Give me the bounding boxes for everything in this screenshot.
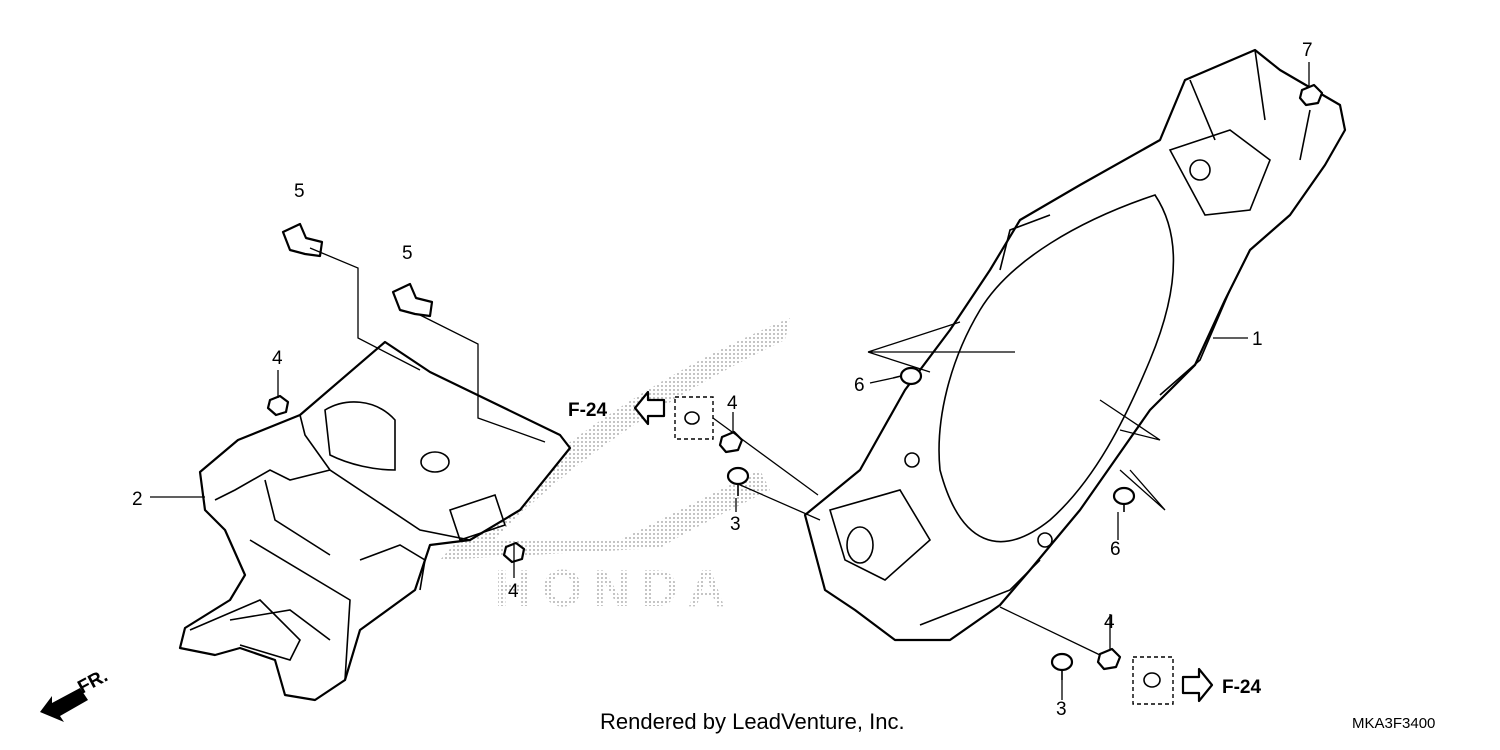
detail-box-left	[674, 396, 714, 440]
callout-6a[interactable]: 6	[854, 375, 865, 396]
callout-7[interactable]: 7	[1302, 40, 1313, 61]
rear-fender-part-1[interactable]	[803, 48, 1347, 642]
front-arrow-icon	[40, 688, 88, 722]
fastener-clip-5a[interactable]	[281, 222, 324, 258]
inner-fender-part-2[interactable]	[178, 340, 572, 702]
callout-5a[interactable]: 5	[294, 181, 305, 202]
callout-5b[interactable]: 5	[402, 243, 413, 264]
fastener-nut-4d[interactable]	[1096, 647, 1122, 671]
reference-label-right[interactable]: F-24	[1222, 677, 1262, 698]
reference-label-left[interactable]: F-24	[568, 400, 608, 421]
callout-2[interactable]: 2	[132, 489, 143, 510]
leader-lines	[150, 62, 1310, 700]
front-direction-indicator: FR.	[40, 666, 111, 722]
fastener-clip-5b[interactable]	[391, 282, 434, 318]
fastener-nut-4c[interactable]	[718, 430, 744, 454]
callout-3b[interactable]: 3	[1056, 699, 1067, 720]
callout-3a[interactable]: 3	[730, 514, 741, 535]
render-credit: Rendered by LeadVenture, Inc.	[600, 709, 905, 734]
fastener-bolt-3a[interactable]	[726, 466, 750, 496]
callout-4c[interactable]: 4	[727, 393, 738, 414]
fastener-bolt-3b[interactable]	[1050, 652, 1074, 680]
reference-arrow-right	[1181, 667, 1214, 703]
reference-arrow-left	[633, 390, 666, 426]
detail-box-right	[1132, 656, 1174, 705]
callout-4d[interactable]: 4	[1104, 612, 1115, 633]
fastener-nut-4a[interactable]	[266, 394, 290, 417]
fastener-bolt-6a[interactable]	[892, 366, 923, 386]
fastener-nut-7[interactable]	[1298, 83, 1324, 107]
callout-6b[interactable]: 6	[1110, 539, 1121, 560]
diagram-code: MKA3F3400	[1352, 715, 1436, 732]
callout-4a[interactable]: 4	[272, 348, 283, 369]
fastener-bolt-6b[interactable]	[1112, 486, 1136, 512]
callout-4b[interactable]: 4	[508, 581, 519, 602]
honda-wordmark: HONDA	[495, 560, 736, 618]
callout-1[interactable]: 1	[1252, 329, 1263, 350]
